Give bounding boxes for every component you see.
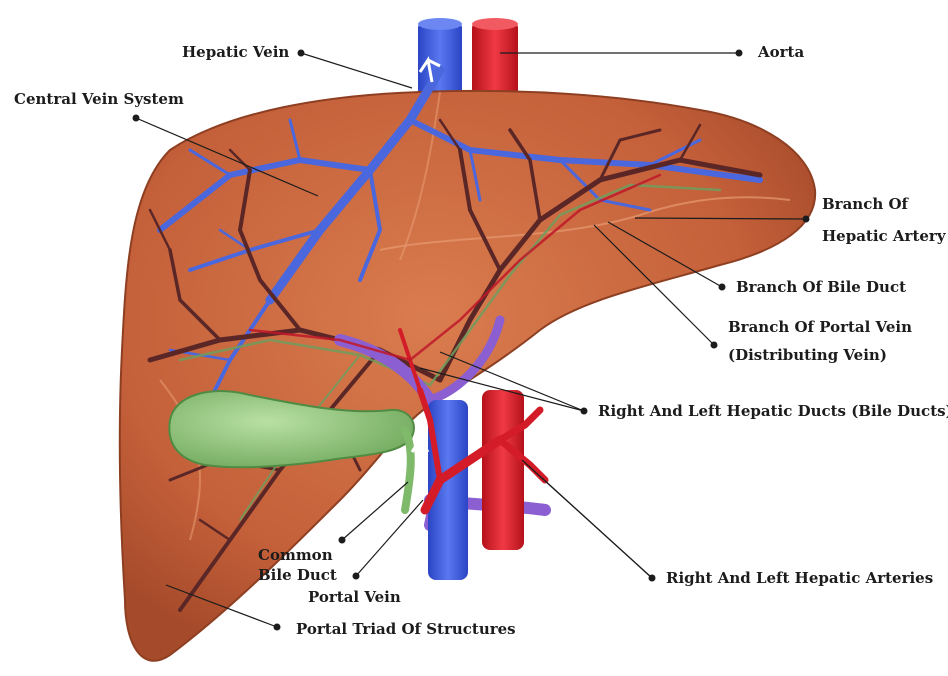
label-branch-portal-vein-2: (Distributing Vein) bbox=[728, 346, 887, 364]
aorta-opening bbox=[472, 18, 518, 30]
flow-arrow-portal-vein bbox=[410, 439, 430, 471]
label-branch-portal-vein-1: Branch Of Portal Vein bbox=[728, 318, 912, 336]
label-branch-hepatic-artery-1: Branch Of bbox=[822, 195, 910, 213]
label-portal-triad: Portal Triad Of Structures bbox=[296, 620, 516, 638]
label-central-vein-system: Central Vein System bbox=[14, 90, 184, 108]
label-branch-bile-duct: Branch Of Bile Duct bbox=[736, 278, 906, 296]
leader-line bbox=[341, 481, 409, 541]
label-hepatic-ducts: Right And Left Hepatic Ducts (Bile Ducts… bbox=[598, 402, 948, 420]
leader-line bbox=[419, 367, 585, 412]
label-common-bile-duct-2: Bile Duct bbox=[258, 566, 337, 584]
hepatic-vein-opening bbox=[418, 18, 462, 30]
label-aorta: Aorta bbox=[757, 43, 804, 61]
leader-line bbox=[135, 117, 319, 197]
hepatic-arteries bbox=[398, 328, 549, 515]
label-branch-hepatic-artery-2: Hepatic Artery bbox=[822, 227, 947, 245]
label-hepatic-arteries: Right And Left Hepatic Arteries bbox=[666, 569, 933, 587]
abdominal-aorta bbox=[482, 390, 524, 550]
leader-line bbox=[355, 499, 424, 577]
common-bile-duct bbox=[401, 426, 415, 514]
label-hepatic-vein: Hepatic Vein bbox=[182, 43, 289, 61]
falciform-line bbox=[399, 91, 441, 261]
leader-line bbox=[593, 224, 715, 346]
leader-line bbox=[439, 351, 585, 412]
leader-line bbox=[521, 459, 653, 579]
inferior-vena-cava bbox=[428, 400, 468, 580]
flow-arrow-hepatic-vein bbox=[418, 56, 441, 83]
leader-line bbox=[634, 217, 807, 220]
label-portal-vein: Portal Vein bbox=[308, 588, 401, 606]
leader-line bbox=[607, 221, 723, 288]
lobe-fold-line bbox=[379, 196, 791, 251]
leader-line bbox=[165, 584, 278, 628]
label-common-bile-duct-1: Common bbox=[258, 546, 333, 564]
artery-fine-branches bbox=[248, 173, 662, 362]
leader-line bbox=[300, 52, 413, 89]
